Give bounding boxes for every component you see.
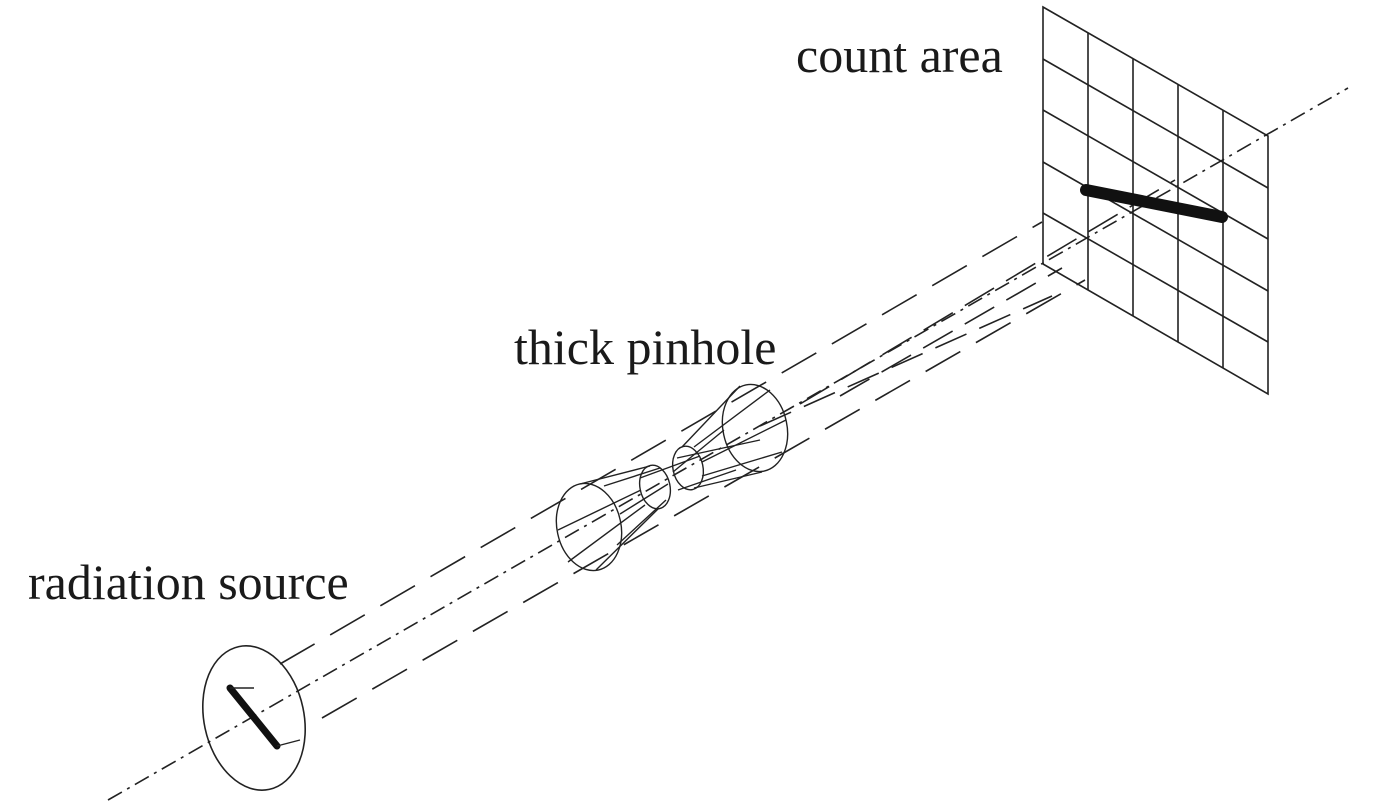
- thick-pinhole: [555, 383, 789, 572]
- thick-pinhole-label: thick pinhole: [514, 319, 777, 375]
- radiation-source-label: radiation source: [28, 554, 349, 610]
- optical-axis: [107, 87, 1349, 801]
- count-area-grid: [1042, 5, 1269, 396]
- count-area-label: count area: [796, 27, 1003, 83]
- upper-ray-envelope: [279, 221, 1043, 665]
- projected-image-bar: [1080, 184, 1228, 223]
- lower-ray-envelope: [321, 279, 1086, 719]
- radiation-source-disc: [201, 645, 307, 791]
- inner-ray-lines: [759, 179, 1176, 427]
